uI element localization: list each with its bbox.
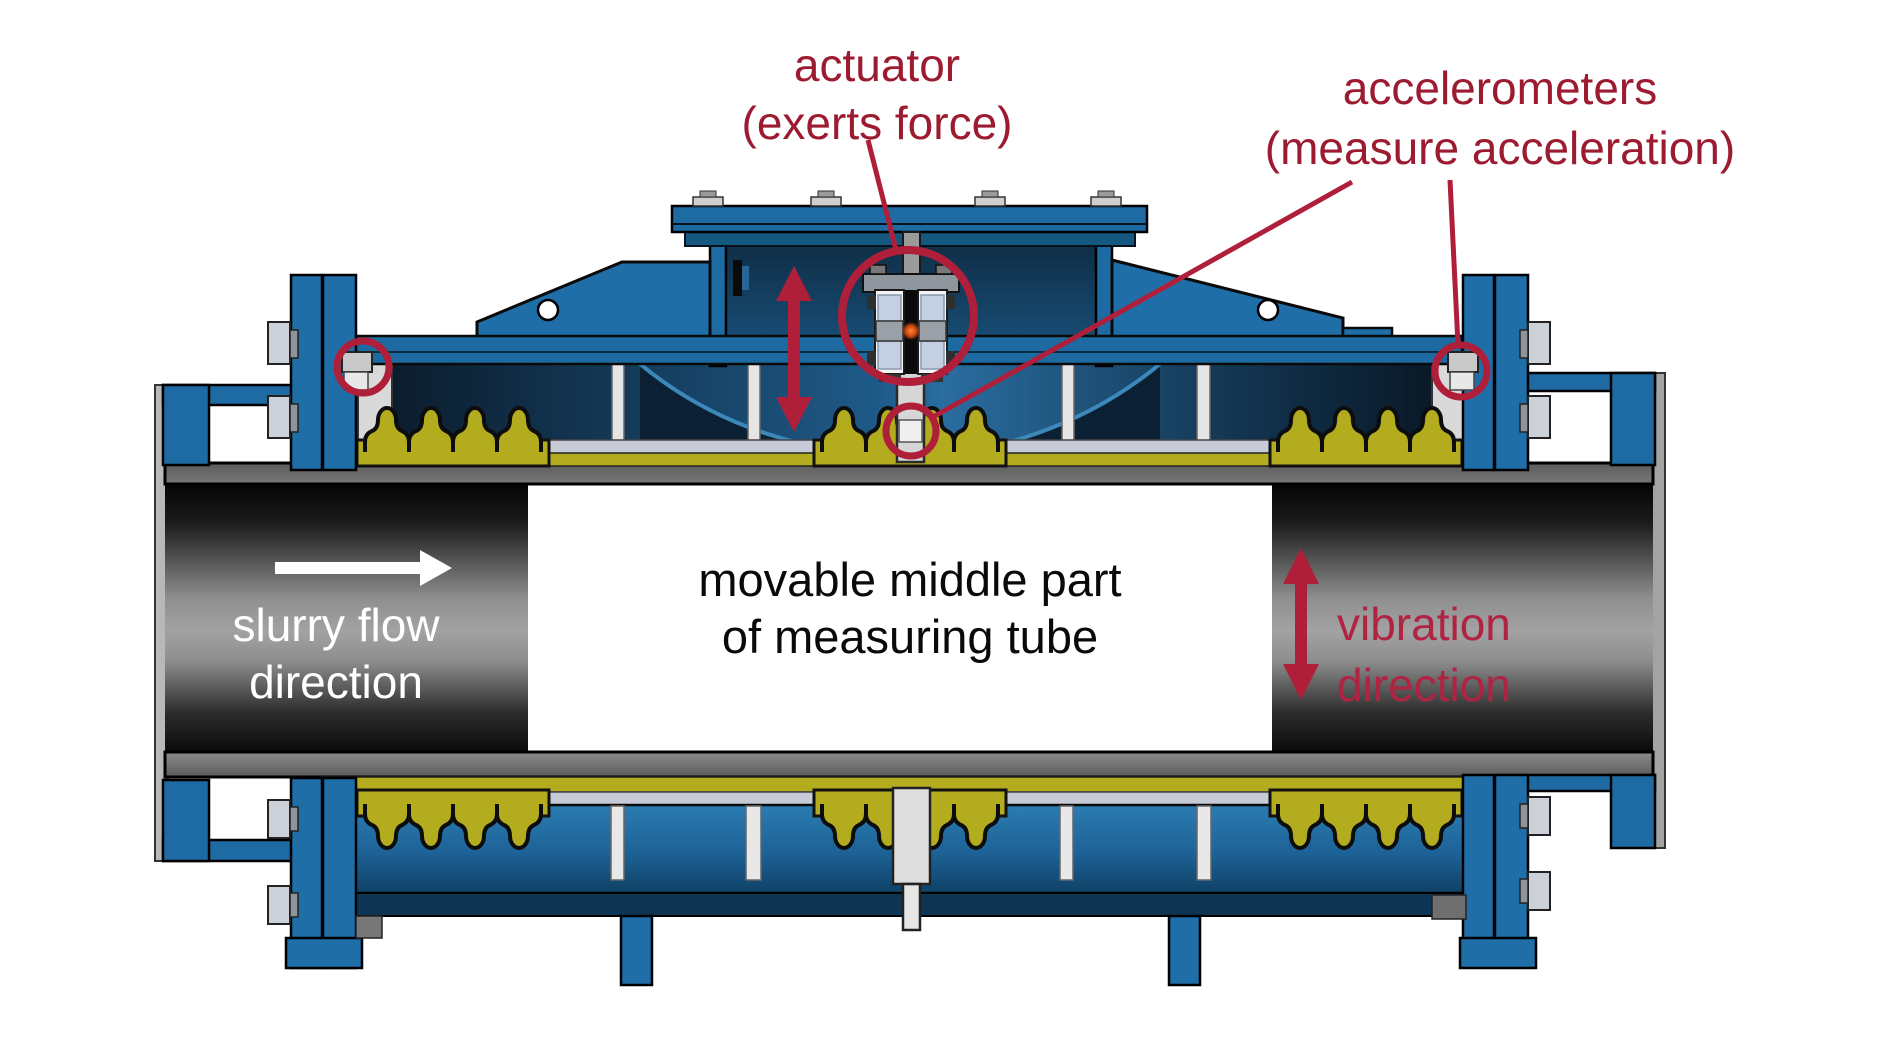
red-annotations xyxy=(333,139,1491,700)
vibration-direction-label: vibration direction xyxy=(1337,594,1511,716)
tube-bottom-wall xyxy=(163,750,1655,779)
pipe-end-caps xyxy=(154,372,1666,862)
left-accelerometer xyxy=(341,351,373,373)
lid-bolts xyxy=(692,190,1122,207)
accelerometers-label: accelerometers (measure acceleration) xyxy=(1265,58,1735,178)
accelerometer-leader-line-right xyxy=(1447,179,1461,346)
center-accelerometer-highlight-circle xyxy=(882,402,940,460)
lower-right-flange xyxy=(1431,773,1657,970)
actuator-highlight-circle xyxy=(838,246,978,386)
actuator-label-line2: (exerts force) xyxy=(741,97,1013,149)
support-legs xyxy=(619,914,1202,987)
accelerometer-leader-line-center xyxy=(931,179,1354,420)
left-accelerometer-highlight-circle xyxy=(333,337,393,397)
vibration-label-line1: vibration xyxy=(1337,598,1511,650)
left-flange-bolts xyxy=(267,321,299,439)
right-accelerometer xyxy=(1447,351,1479,373)
slurry-flow-direction-label: slurry flow direction xyxy=(232,597,439,711)
lower-left-flange xyxy=(161,776,383,970)
accelerometers-label-line1: accelerometers xyxy=(1342,62,1658,114)
actuator-label-line1: actuator xyxy=(793,39,961,91)
lower-assembly xyxy=(161,773,1657,987)
right-accelerometer-highlight-circle xyxy=(1431,341,1491,401)
center-accelerometer xyxy=(898,419,923,443)
lower-left-bolts xyxy=(267,799,383,939)
slurry-flow-label-line1: slurry flow xyxy=(232,599,440,651)
lower-housing-lip xyxy=(299,892,1465,917)
lower-center-pin xyxy=(891,786,932,932)
chamber-struts xyxy=(611,361,1211,449)
flow-right-arrow-icon xyxy=(275,550,452,586)
vibration-up-down-arrow-icon xyxy=(1283,548,1319,700)
tube-right-segment xyxy=(1272,483,1653,752)
lower-right-bolts xyxy=(1431,796,1551,920)
vibration-label-line2: direction xyxy=(1337,659,1511,711)
force-up-down-arrow-icon xyxy=(776,266,812,432)
upper-exciter-assembly xyxy=(161,190,1657,472)
upper-left-flange xyxy=(161,273,373,472)
drive-shaft xyxy=(895,370,926,464)
actuator-leader-line xyxy=(865,139,900,255)
measuring-tube xyxy=(163,461,1655,779)
movable-label-line2: of measuring tube xyxy=(721,610,1099,663)
upper-right-flange xyxy=(1447,273,1657,472)
right-flange-bolts xyxy=(1519,321,1551,439)
actuator-label: actuator (exerts force) xyxy=(742,36,1013,152)
movable-label-line1: movable middle part xyxy=(698,553,1122,606)
accelerometers-label-line2: (measure acceleration) xyxy=(1264,122,1736,174)
movable-middle-highlight-box xyxy=(528,483,1272,752)
slurry-flow-label-line2: direction xyxy=(249,656,423,708)
tube-left-segment xyxy=(165,483,528,752)
movable-middle-part-label: movable middle part of measuring tube xyxy=(698,551,1121,665)
actuator-mechanism xyxy=(862,231,960,382)
